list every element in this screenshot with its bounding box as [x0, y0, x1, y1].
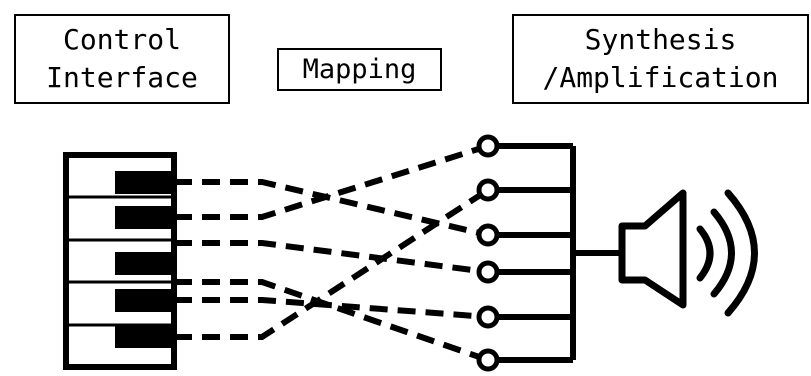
- black-key-2: [115, 206, 174, 229]
- black-key-1: [115, 171, 174, 194]
- output-bus: [476, 134, 620, 372]
- connection-key5-to-output5: [174, 297, 489, 320]
- output-terminal-1: [476, 134, 500, 158]
- connection-key4-to-output6: [174, 279, 489, 363]
- sound-wave-2: [710, 208, 735, 298]
- synthesis-label-line1: Synthesis: [584, 23, 737, 56]
- speaker-icon: [618, 189, 758, 317]
- output-terminal-6: [476, 348, 500, 372]
- connection-key6-to-output2: [174, 187, 490, 340]
- connection-key3-to-output4: [174, 240, 489, 275]
- sound-wave-3: [724, 189, 758, 317]
- black-key-5: [115, 325, 174, 348]
- connection-key1-to-output3: [174, 179, 489, 238]
- output-terminal-3: [476, 223, 500, 247]
- piano-keyboard-icon: [63, 152, 177, 370]
- mapping-connections: [174, 143, 490, 363]
- speaker-cone: [618, 189, 687, 309]
- control-interface-label-box: Control Interface: [14, 14, 230, 104]
- control-interface-label-line2: Interface: [46, 61, 198, 94]
- black-key-3: [115, 252, 174, 275]
- synthesis-amplification-label-box: Synthesis /Amplification: [512, 14, 809, 104]
- output-terminal-5: [476, 305, 500, 329]
- output-terminal-4: [476, 260, 500, 284]
- mapping-label: Mapping: [302, 53, 417, 85]
- amplification-label-line2: /Amplification: [542, 61, 779, 94]
- mapping-label-box: Mapping: [277, 48, 442, 91]
- control-interface-label-line1: Control: [62, 23, 181, 56]
- black-key-4: [115, 289, 174, 312]
- sound-wave-1: [696, 225, 714, 282]
- output-terminal-2: [476, 178, 500, 202]
- connection-key2-to-output2: [174, 143, 489, 220]
